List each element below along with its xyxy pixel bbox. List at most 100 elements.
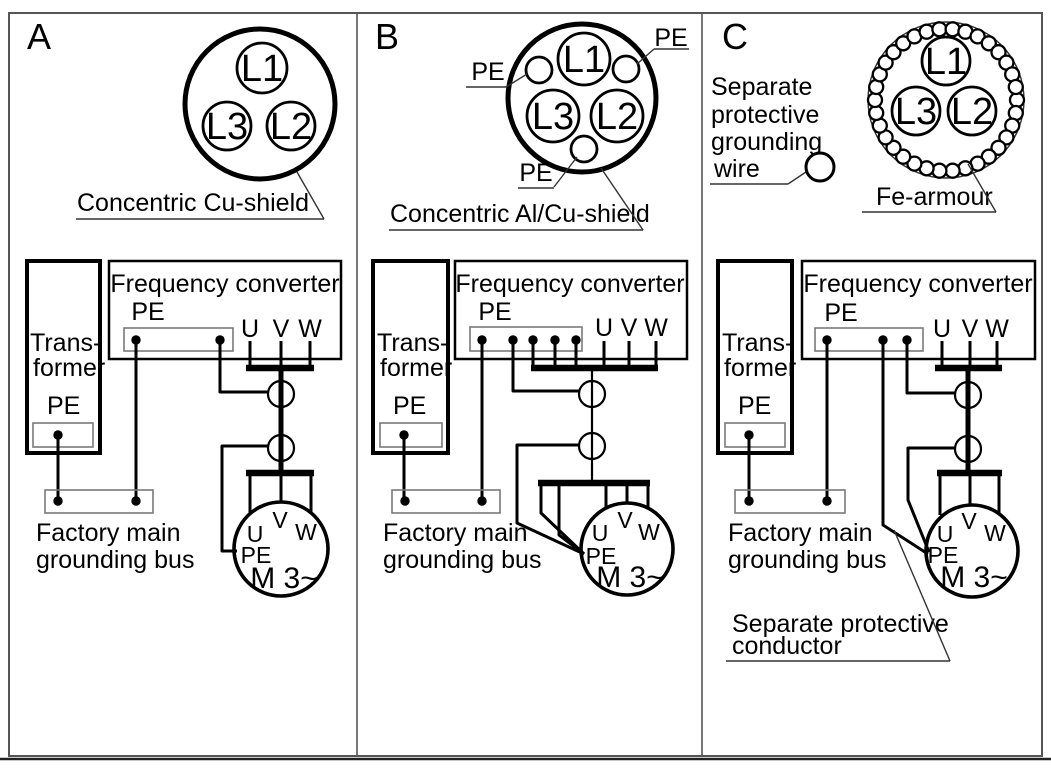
pe-core-right-circle xyxy=(611,54,641,84)
shield-leader-line xyxy=(600,167,644,231)
note-line-2: conductor xyxy=(732,632,842,660)
armour-bead xyxy=(1008,91,1026,109)
pe-right-leader xyxy=(636,48,655,65)
terminal-dot xyxy=(477,335,487,345)
shield-label: Concentric Cu-shield xyxy=(77,189,309,217)
core-l3-label: L3 xyxy=(206,106,248,148)
armour-bead xyxy=(998,129,1015,146)
transformer-name-2: former xyxy=(380,354,452,382)
shield-to-motor-pe-wire xyxy=(515,443,585,556)
converter-pe-label: PE xyxy=(824,299,857,327)
terminal-u-label: U xyxy=(933,315,951,343)
motor-m3-label: M 3~ xyxy=(596,561,664,594)
converter-title: Frequency converter xyxy=(803,270,1032,298)
transformer-name-1: Trans- xyxy=(722,329,793,357)
pe-to-shield-wire xyxy=(511,344,579,393)
terminal-u-label: U xyxy=(241,315,259,343)
pe-conductor-wire-1 xyxy=(539,486,586,556)
core-l3-label: L3 xyxy=(895,91,937,133)
armour-bead xyxy=(1007,78,1024,96)
transformer-name-2: former xyxy=(33,354,105,382)
terminal-w-label: W xyxy=(985,315,1009,343)
terminal-dot xyxy=(878,335,888,345)
grounding-bus-bar xyxy=(44,489,154,514)
motor-w-label: W xyxy=(295,519,317,545)
pe-bottom-leader xyxy=(553,156,578,188)
motor-circle xyxy=(579,501,675,597)
motor-v-label: V xyxy=(961,508,977,534)
armour-label: Fe-armour xyxy=(876,183,993,211)
armour-bead xyxy=(877,54,894,71)
bus-label-2: grounding bus xyxy=(728,546,886,574)
cu-shield-ring xyxy=(182,26,338,182)
transformer-box xyxy=(371,259,450,455)
core-l3-circle xyxy=(890,85,942,137)
converter-pe-label: PE xyxy=(478,298,511,326)
pe-core-bottom-circle xyxy=(569,134,599,164)
bus-label-2: grounding bus xyxy=(383,546,541,574)
core-l1-circle xyxy=(556,31,612,87)
pe-to-armour-wire xyxy=(905,344,955,395)
motor-cable-c xyxy=(905,344,1002,525)
note-line-3: grounding xyxy=(711,128,822,156)
pe-conductor-wire-2 xyxy=(557,486,585,556)
motor-b: U V W PE M 3~ xyxy=(515,443,675,597)
core-l3-circle xyxy=(201,100,253,152)
motor-u-label: U xyxy=(592,520,609,546)
shield-label: Concentric Al/Cu-shield xyxy=(390,200,650,228)
armour-bead xyxy=(866,91,884,109)
terminal-dot xyxy=(477,496,487,506)
grounding-bus-bar xyxy=(734,489,846,514)
terminal-dot xyxy=(528,335,538,345)
transformer-box xyxy=(25,259,102,455)
terminal-dot xyxy=(215,335,225,345)
converter-title: Frequency converter xyxy=(110,270,339,298)
terminal-w-label: W xyxy=(298,315,322,343)
motor-circle xyxy=(232,500,330,598)
motor-u-label: U xyxy=(247,521,264,547)
bus-label-1: Factory main xyxy=(383,519,527,547)
terminal-dot xyxy=(131,496,141,506)
terminal-u-label: U xyxy=(595,314,613,342)
terminal-dot xyxy=(571,335,581,345)
pe-left-label: PE xyxy=(471,58,504,86)
terminal-dot xyxy=(902,335,912,345)
armour-bead xyxy=(944,21,961,38)
factory-grounding-bus-b: Factory main grounding bus xyxy=(383,344,541,574)
motor-m3-label: M 3~ xyxy=(940,561,1008,594)
note-line-1: Separate protective xyxy=(732,610,949,638)
motor-w-label: W xyxy=(638,519,660,545)
separate-protective-conductor-wire xyxy=(881,344,929,556)
shield-bond-circle-top xyxy=(577,379,607,409)
core-l2-label: L2 xyxy=(951,91,993,133)
terminal-dot xyxy=(53,430,63,440)
core-l2-label: L2 xyxy=(270,106,312,148)
motor-pe-label: PE xyxy=(928,542,959,568)
armour-bead xyxy=(885,139,902,156)
converter-pe-terminal-bar xyxy=(123,327,234,352)
frame xyxy=(0,12,1051,761)
motor-a: U V W PE M 3~ xyxy=(220,444,330,598)
terminal-dot xyxy=(822,496,832,506)
terminal-dot xyxy=(550,335,560,345)
core-l1-label: L1 xyxy=(241,48,283,90)
transformer-pe-label: PE xyxy=(47,392,80,420)
transformer-a: Trans- former PE xyxy=(25,259,105,455)
armour-to-motor-pe-wire xyxy=(906,446,955,553)
converter-box xyxy=(453,259,689,361)
factory-grounding-bus-c: Factory main grounding bus xyxy=(728,344,886,574)
panel-letter: C xyxy=(722,16,748,57)
core-l2-circle xyxy=(589,88,645,144)
motor-pe-label: PE xyxy=(586,543,617,569)
bus-label-2: grounding bus xyxy=(36,546,194,574)
terminal-dot xyxy=(822,335,832,345)
armour-bead xyxy=(990,139,1007,156)
transformer-b: Trans- former PE xyxy=(371,259,452,455)
bus-label-1: Factory main xyxy=(36,519,180,547)
fe-armour-ring xyxy=(866,21,1026,179)
note-line-1: Separate xyxy=(711,73,812,101)
cable-cross-section-b: L1 L3 L2 PE PE PE Concentric Al/Cu-shiel… xyxy=(389,21,689,231)
shield-bond-circle-top xyxy=(266,379,296,409)
